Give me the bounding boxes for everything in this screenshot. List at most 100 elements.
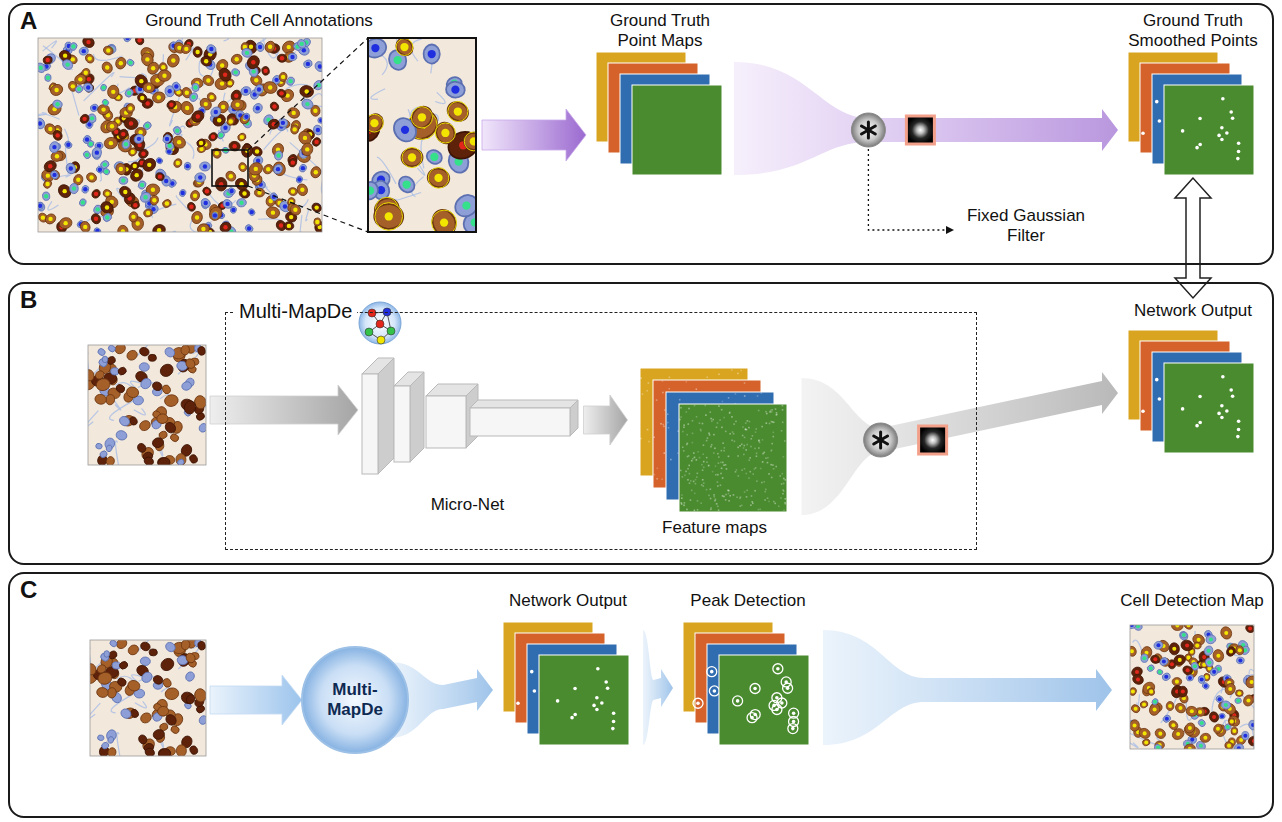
annotation-dot — [63, 221, 67, 225]
map-noise — [758, 447, 760, 449]
map-noise — [726, 468, 728, 470]
cell-nucleus — [1203, 645, 1215, 657]
map-noise — [713, 434, 715, 436]
annotation-dot — [244, 114, 248, 118]
map-peak — [533, 689, 537, 693]
map-peak — [1158, 119, 1162, 123]
annotation-dot — [1199, 744, 1203, 748]
cell-nucleus — [163, 346, 176, 359]
map-noise — [759, 442, 761, 444]
annotation-dot — [177, 140, 181, 144]
map-noise — [713, 496, 715, 498]
annotation-dot — [289, 215, 293, 219]
cell-nucleus — [288, 202, 303, 217]
map-noise — [703, 467, 705, 469]
map-noise — [709, 411, 711, 413]
map-noise — [740, 370, 742, 372]
cell-nucleus — [212, 212, 218, 219]
tissue-fiber — [115, 441, 118, 465]
map-noise — [693, 481, 695, 483]
map-noise — [768, 473, 770, 475]
annotation-dot — [1131, 690, 1135, 694]
map-noise — [681, 494, 683, 496]
annotation-dot — [54, 88, 58, 92]
map-noise — [784, 498, 786, 500]
cell-nucleus — [49, 170, 59, 181]
cell-nucleus — [271, 142, 286, 158]
cell-nucleus — [444, 99, 471, 125]
cell-nucleus — [197, 346, 206, 356]
cell-nucleus — [179, 189, 187, 198]
map-noise — [708, 432, 710, 434]
map-noise — [764, 499, 766, 501]
tissue-image — [38, 38, 322, 232]
annotation-dot — [314, 140, 318, 144]
annotation-dot — [1190, 709, 1194, 713]
map-noise — [679, 419, 681, 421]
annotation-dot — [220, 63, 224, 67]
tissue-fiber — [371, 89, 385, 100]
annotation-dot — [300, 188, 304, 192]
tissue-image — [88, 345, 206, 465]
annotation-ring — [368, 114, 383, 132]
annotation-dot — [1202, 655, 1206, 659]
map-noise — [717, 481, 719, 483]
map-noise — [692, 420, 694, 422]
annotation-ring — [428, 168, 449, 189]
map-noise — [682, 431, 684, 433]
map-peak — [1141, 409, 1145, 413]
map-noise — [696, 476, 698, 478]
annotation-dot — [252, 69, 256, 73]
annotation-dot — [1181, 690, 1185, 694]
cell-nucleus — [38, 201, 46, 212]
map-noise — [767, 462, 769, 464]
cell-nucleus — [1139, 700, 1148, 709]
cell-nucleus — [296, 182, 310, 197]
map-noise — [687, 479, 689, 481]
map-noise — [781, 430, 783, 432]
map-noise — [657, 468, 659, 470]
tissue-ground — [38, 38, 322, 232]
map-peak — [1198, 143, 1202, 147]
map-noise — [725, 431, 727, 433]
cell-nucleus — [97, 104, 109, 115]
map-noise — [696, 388, 698, 390]
annotation-dot — [85, 153, 89, 157]
annotation-dot — [133, 164, 137, 168]
cell-nucleus — [288, 187, 298, 196]
annotation-dot — [151, 66, 155, 70]
annotation-dot — [276, 167, 280, 171]
map-noise — [640, 377, 642, 379]
map-noise — [687, 443, 689, 445]
annotation-dot — [199, 141, 203, 145]
annotation-dot — [249, 45, 253, 49]
map-peak — [516, 701, 520, 705]
annotation-dot — [65, 62, 69, 66]
map-noise — [710, 488, 712, 490]
cell-nucleus — [38, 202, 43, 209]
map-noise — [669, 376, 671, 378]
cell-nucleus — [115, 429, 128, 441]
cell-nucleus — [91, 147, 102, 159]
annotation-dot — [279, 223, 283, 227]
map-noise — [783, 509, 785, 511]
cell-nucleus — [1208, 710, 1220, 723]
cell-nucleus — [1235, 690, 1243, 697]
annotation-dot — [316, 128, 320, 132]
annotation-dot — [140, 183, 144, 187]
annotation-dot — [303, 136, 307, 140]
map-noise — [721, 409, 723, 411]
tissue-image — [1130, 625, 1254, 749]
annotation-dot — [266, 167, 270, 171]
cell-nucleus — [130, 200, 140, 210]
annotation-dot — [223, 126, 227, 130]
cell-nucleus — [451, 191, 476, 221]
map-noise — [656, 399, 658, 401]
annotation-dot — [268, 85, 272, 89]
cell-nucleus — [434, 120, 457, 145]
annotation-dot — [1153, 657, 1157, 661]
annotation-dot — [281, 121, 285, 125]
cell-nucleus — [244, 223, 255, 232]
cell-nucleus — [184, 651, 197, 664]
cell-nucleus — [103, 136, 118, 150]
